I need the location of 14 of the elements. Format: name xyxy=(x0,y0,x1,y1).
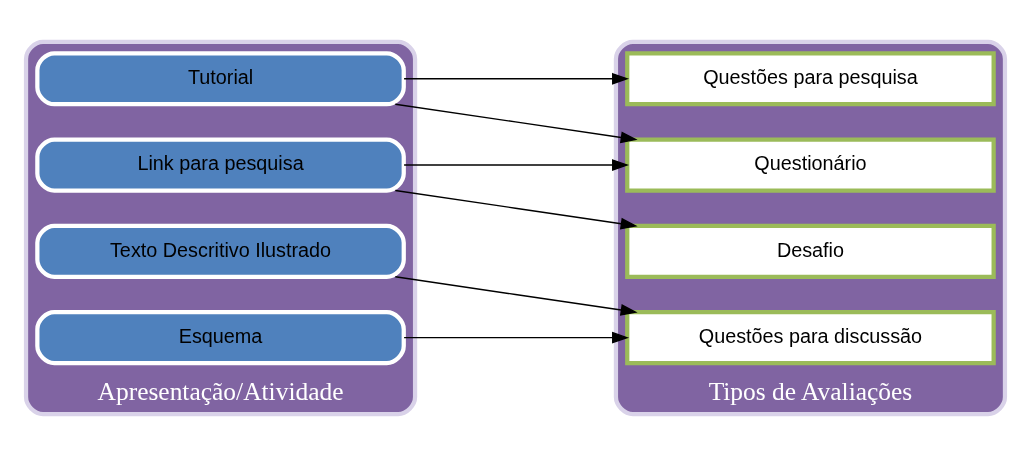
node-box: Link para pesquisa xyxy=(35,136,406,193)
arrow xyxy=(403,158,630,171)
node-box: Esquema xyxy=(35,309,406,365)
arrow xyxy=(394,189,638,230)
arrow xyxy=(394,275,638,316)
node-box: Questões para pesquisa xyxy=(625,50,996,106)
arrow xyxy=(403,331,630,344)
arrow xyxy=(403,72,630,85)
arrow xyxy=(394,103,638,143)
node-box: Texto Descritivo Ilustrado xyxy=(35,223,406,279)
node-box: Desafio xyxy=(625,223,996,279)
node-box: Tutorial xyxy=(35,50,406,106)
node-box: Questionário xyxy=(625,136,996,193)
node-box: Questões para discussão xyxy=(625,309,996,365)
